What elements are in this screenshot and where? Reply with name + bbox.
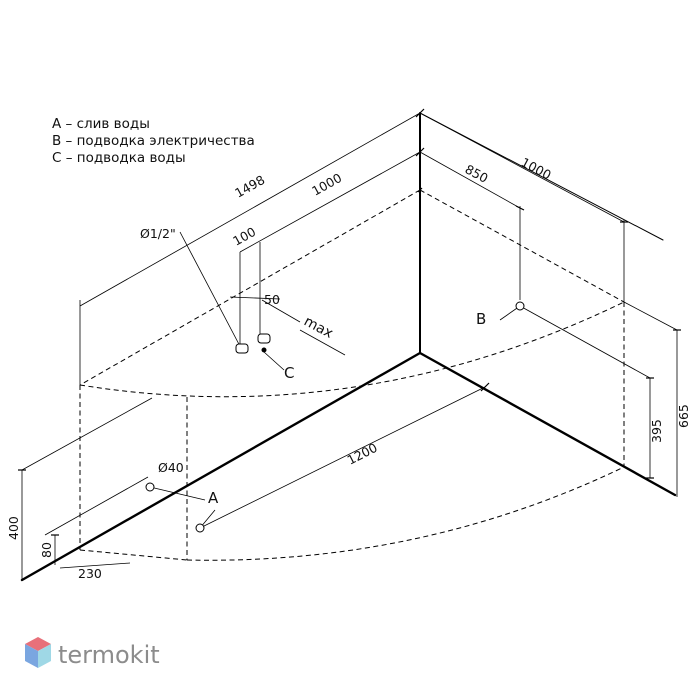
dimension-lines [21, 112, 678, 580]
dim-max: max [301, 313, 335, 341]
water-inlet-right [257, 333, 271, 344]
dim-80: 80 [39, 542, 54, 558]
label-a: A [208, 489, 219, 507]
connection-points [145, 301, 525, 533]
label-b: B [476, 310, 486, 328]
dim-drain-diameter: Ø40 [158, 460, 184, 475]
legend-item-b: B – подводка электричества [52, 133, 255, 149]
legend-item-c: C – подводка воды [52, 150, 186, 166]
label-c: C [284, 364, 294, 382]
dim-100: 100 [230, 224, 258, 249]
dim-665: 665 [676, 404, 691, 428]
water-inlet-left [235, 343, 249, 354]
dimension-ticks [18, 108, 681, 536]
point-c [261, 347, 267, 353]
dim-pipe-diameter: Ø1/2" [140, 226, 176, 241]
dim-50: 50 [264, 292, 280, 307]
brand-name: termokit [58, 641, 160, 669]
dim-1200: 1200 [345, 440, 380, 468]
termokit-logo: termokit [25, 637, 160, 669]
point-drain-lower [195, 523, 205, 533]
legend-item-a: A – слив воды [52, 116, 150, 132]
dim-1000-left: 1000 [309, 170, 344, 199]
walls [20, 112, 677, 582]
dim-1000-right: 1000 [519, 154, 554, 182]
cube-icon [25, 637, 51, 668]
dim-1498: 1498 [232, 172, 267, 201]
tub-outline [79, 189, 625, 561]
dim-850: 850 [463, 161, 491, 185]
dim-230: 230 [78, 566, 102, 581]
point-b [515, 301, 525, 311]
dim-400: 400 [6, 516, 21, 540]
dim-395: 395 [649, 419, 664, 443]
point-drain-upper [145, 482, 155, 492]
